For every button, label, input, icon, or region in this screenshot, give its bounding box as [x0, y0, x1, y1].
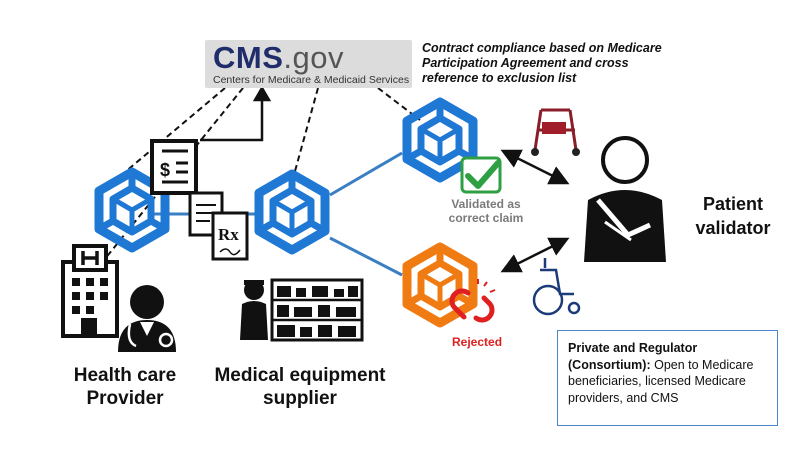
- cms-logo-subtitle: Centers for Medicare & Medicaid Services: [213, 74, 410, 86]
- validated-line-2: correct claim: [448, 211, 524, 225]
- claim-submission-arrow: [200, 85, 272, 142]
- supplier-line-2: supplier: [263, 388, 337, 409]
- cms-logo-main: CMS: [213, 40, 284, 75]
- supplier-line-1: Medical equipment: [214, 365, 386, 386]
- check-icon: [460, 156, 502, 194]
- hospital-icon: [61, 244, 119, 338]
- blockchain-node-rejected-icon: [407, 247, 473, 323]
- contract-compliance-note: Contract compliance based on Medicare Pa…: [422, 41, 662, 85]
- broken-link-icon: [449, 279, 496, 323]
- cms-logo-suffix: .gov: [283, 40, 344, 75]
- doctor-icon: [118, 285, 176, 352]
- provider-line-1: Health care: [73, 365, 177, 386]
- blockchain-node-supplier-icon: [259, 174, 325, 250]
- patient-line-1: Patient: [702, 194, 763, 214]
- supplier-worker-icon: [240, 278, 364, 342]
- provider-line-2: Provider: [86, 388, 164, 409]
- validated-line-1: Validated as: [451, 197, 521, 211]
- patient-arrows: [500, 149, 570, 273]
- prescription-symbol: Rx: [218, 225, 239, 244]
- consortium-body: Open to Medicare beneficiaries, licensed…: [568, 357, 754, 405]
- cms-logo-title: CMS.gov: [213, 40, 344, 76]
- patient-icon: [584, 136, 666, 262]
- prescription-icon: Rx: [188, 191, 249, 261]
- medical-equipment-supplier-label: Medical equipment supplier: [200, 364, 400, 410]
- rejected-label: Rejected: [452, 335, 503, 349]
- consortium-title: Private and Regulator (Consortium):: [568, 341, 698, 372]
- patient-line-2: validator: [695, 218, 771, 238]
- consortium-info-box: Private and Regulator (Consortium): Open…: [557, 330, 778, 426]
- invoice-symbol: $: [160, 160, 170, 180]
- patient-validator-label: Patient validator: [678, 192, 788, 240]
- walker-icon: [531, 108, 580, 156]
- invoice-icon: $: [150, 139, 198, 195]
- wheelchair-icon: [532, 258, 581, 316]
- validated-claim-label: Validated as correct claim: [436, 197, 536, 225]
- cms-logo: CMS.gov Centers for Medicare & Medicaid …: [205, 40, 412, 88]
- health-care-provider-label: Health care Provider: [55, 364, 195, 410]
